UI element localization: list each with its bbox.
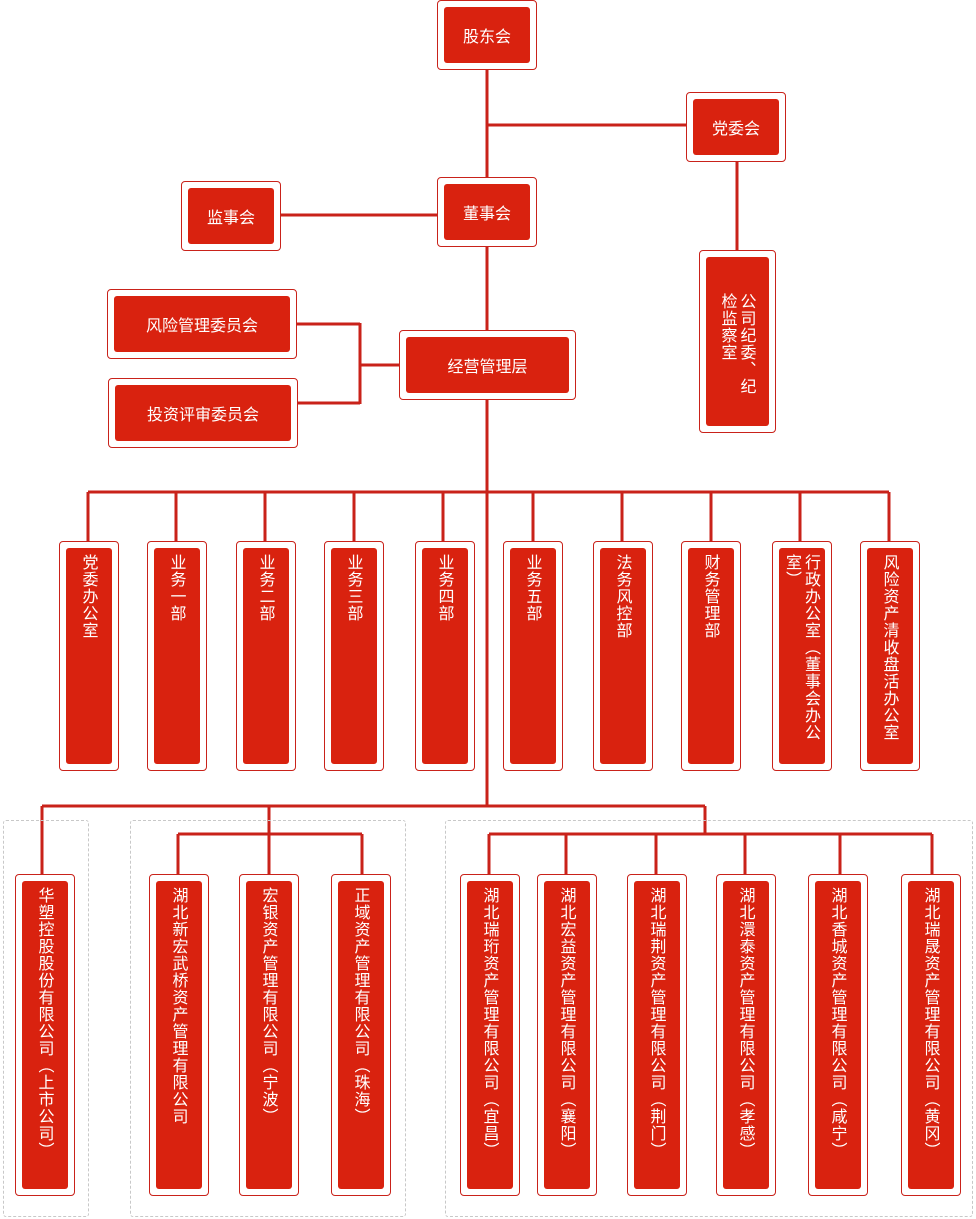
discipline-node[interactable]: 公司纪委、纪检监察室 <box>699 250 776 433</box>
discipline-label: 公司纪委、纪检监察室 <box>718 293 757 395</box>
supervisors-label: 监事会 <box>188 188 274 244</box>
dept-risk-asset-office[interactable]: 风险资产清收盘活办公室 <box>860 541 920 771</box>
group-asset-management <box>130 820 406 1217</box>
subsidiary-label: 湖北香城资产管理有限公司（咸宁） <box>828 887 848 1159</box>
subsidiary-label: 湖北瑞珩资产管理有限公司（宜昌） <box>480 887 500 1159</box>
dept-label: 业务三部 <box>344 554 364 622</box>
dept-label: 风险资产清收盘活办公室 <box>880 554 900 741</box>
invest-committee-node[interactable]: 投资评审委员会 <box>108 378 298 448</box>
dept-label: 财务管理部 <box>701 554 721 639</box>
management-node[interactable]: 经营管理层 <box>399 330 576 400</box>
sub-zhengyu-zhuhai[interactable]: 正域资产管理有限公司（珠海） <box>331 874 391 1196</box>
management-label: 经营管理层 <box>406 337 569 393</box>
subsidiary-label: 湖北澴泰资产管理有限公司（孝感） <box>736 887 756 1159</box>
dept-label: 业务二部 <box>256 554 276 622</box>
dept-business-3[interactable]: 业务三部 <box>324 541 384 771</box>
subsidiary-label: 湖北瑞晟资产管理有限公司（黄冈） <box>921 887 941 1159</box>
shareholders-label: 股东会 <box>444 7 530 63</box>
dept-admin-office[interactable]: 行政办公室（董事会办公室） <box>772 541 832 771</box>
shareholders-node[interactable]: 股东会 <box>437 0 537 70</box>
sub-ruijing-jingmen[interactable]: 湖北瑞荆资产管理有限公司（荆门） <box>627 874 687 1196</box>
sub-hongyin-ningbo[interactable]: 宏银资产管理有限公司（宁波） <box>239 874 299 1196</box>
dept-label: 业务一部 <box>167 554 187 622</box>
subsidiary-label: 湖北瑞荆资产管理有限公司（荆门） <box>647 887 667 1159</box>
subsidiary-label: 湖北宏益资产管理有限公司（襄阳） <box>557 887 577 1159</box>
board-label: 董事会 <box>444 184 530 240</box>
sub-xinhong-wuqiao[interactable]: 湖北新宏武桥资产管理有限公司 <box>149 874 209 1196</box>
dept-finance[interactable]: 财务管理部 <box>681 541 741 771</box>
risk-committee-label: 风险管理委员会 <box>114 296 290 352</box>
party-committee-node[interactable]: 党委会 <box>686 92 786 162</box>
dept-business-4[interactable]: 业务四部 <box>415 541 475 771</box>
sub-ruisheng-huanggang[interactable]: 湖北瑞晟资产管理有限公司（黄冈） <box>901 874 961 1196</box>
sub-ruiheng-yichang[interactable]: 湖北瑞珩资产管理有限公司（宜昌） <box>460 874 520 1196</box>
supervisors-node[interactable]: 监事会 <box>181 181 281 251</box>
dept-label: 业务五部 <box>523 554 543 622</box>
subsidiary-label: 华塑控股股份有限公司（上市公司） <box>35 887 55 1159</box>
dept-label: 法务风控部 <box>613 554 633 639</box>
dept-legal-risk[interactable]: 法务风控部 <box>593 541 653 771</box>
subsidiary-label: 宏银资产管理有限公司（宁波） <box>259 887 279 1125</box>
invest-committee-label: 投资评审委员会 <box>115 385 291 441</box>
sub-huasu-holdings[interactable]: 华塑控股股份有限公司（上市公司） <box>15 874 75 1196</box>
sub-xiangcheng-xianning[interactable]: 湖北香城资产管理有限公司（咸宁） <box>808 874 868 1196</box>
dept-label: 行政办公室（董事会办公室） <box>783 554 821 741</box>
dept-business-2[interactable]: 业务二部 <box>236 541 296 771</box>
group-listed-company <box>3 820 89 1217</box>
subsidiary-label: 正域资产管理有限公司（珠海） <box>351 887 371 1125</box>
dept-party-office[interactable]: 党委办公室 <box>59 541 119 771</box>
group-hubei-regional <box>445 820 973 1217</box>
board-node[interactable]: 董事会 <box>437 177 537 247</box>
dept-label: 党委办公室 <box>79 554 99 639</box>
party-committee-label: 党委会 <box>693 99 779 155</box>
dept-business-5[interactable]: 业务五部 <box>503 541 563 771</box>
subsidiary-label: 湖北新宏武桥资产管理有限公司 <box>169 887 189 1125</box>
risk-committee-node[interactable]: 风险管理委员会 <box>107 289 297 359</box>
dept-business-1[interactable]: 业务一部 <box>147 541 207 771</box>
sub-huantai-xiaogan[interactable]: 湖北澴泰资产管理有限公司（孝感） <box>716 874 776 1196</box>
sub-hongyi-xiangyang[interactable]: 湖北宏益资产管理有限公司（襄阳） <box>537 874 597 1196</box>
dept-label: 业务四部 <box>435 554 455 622</box>
